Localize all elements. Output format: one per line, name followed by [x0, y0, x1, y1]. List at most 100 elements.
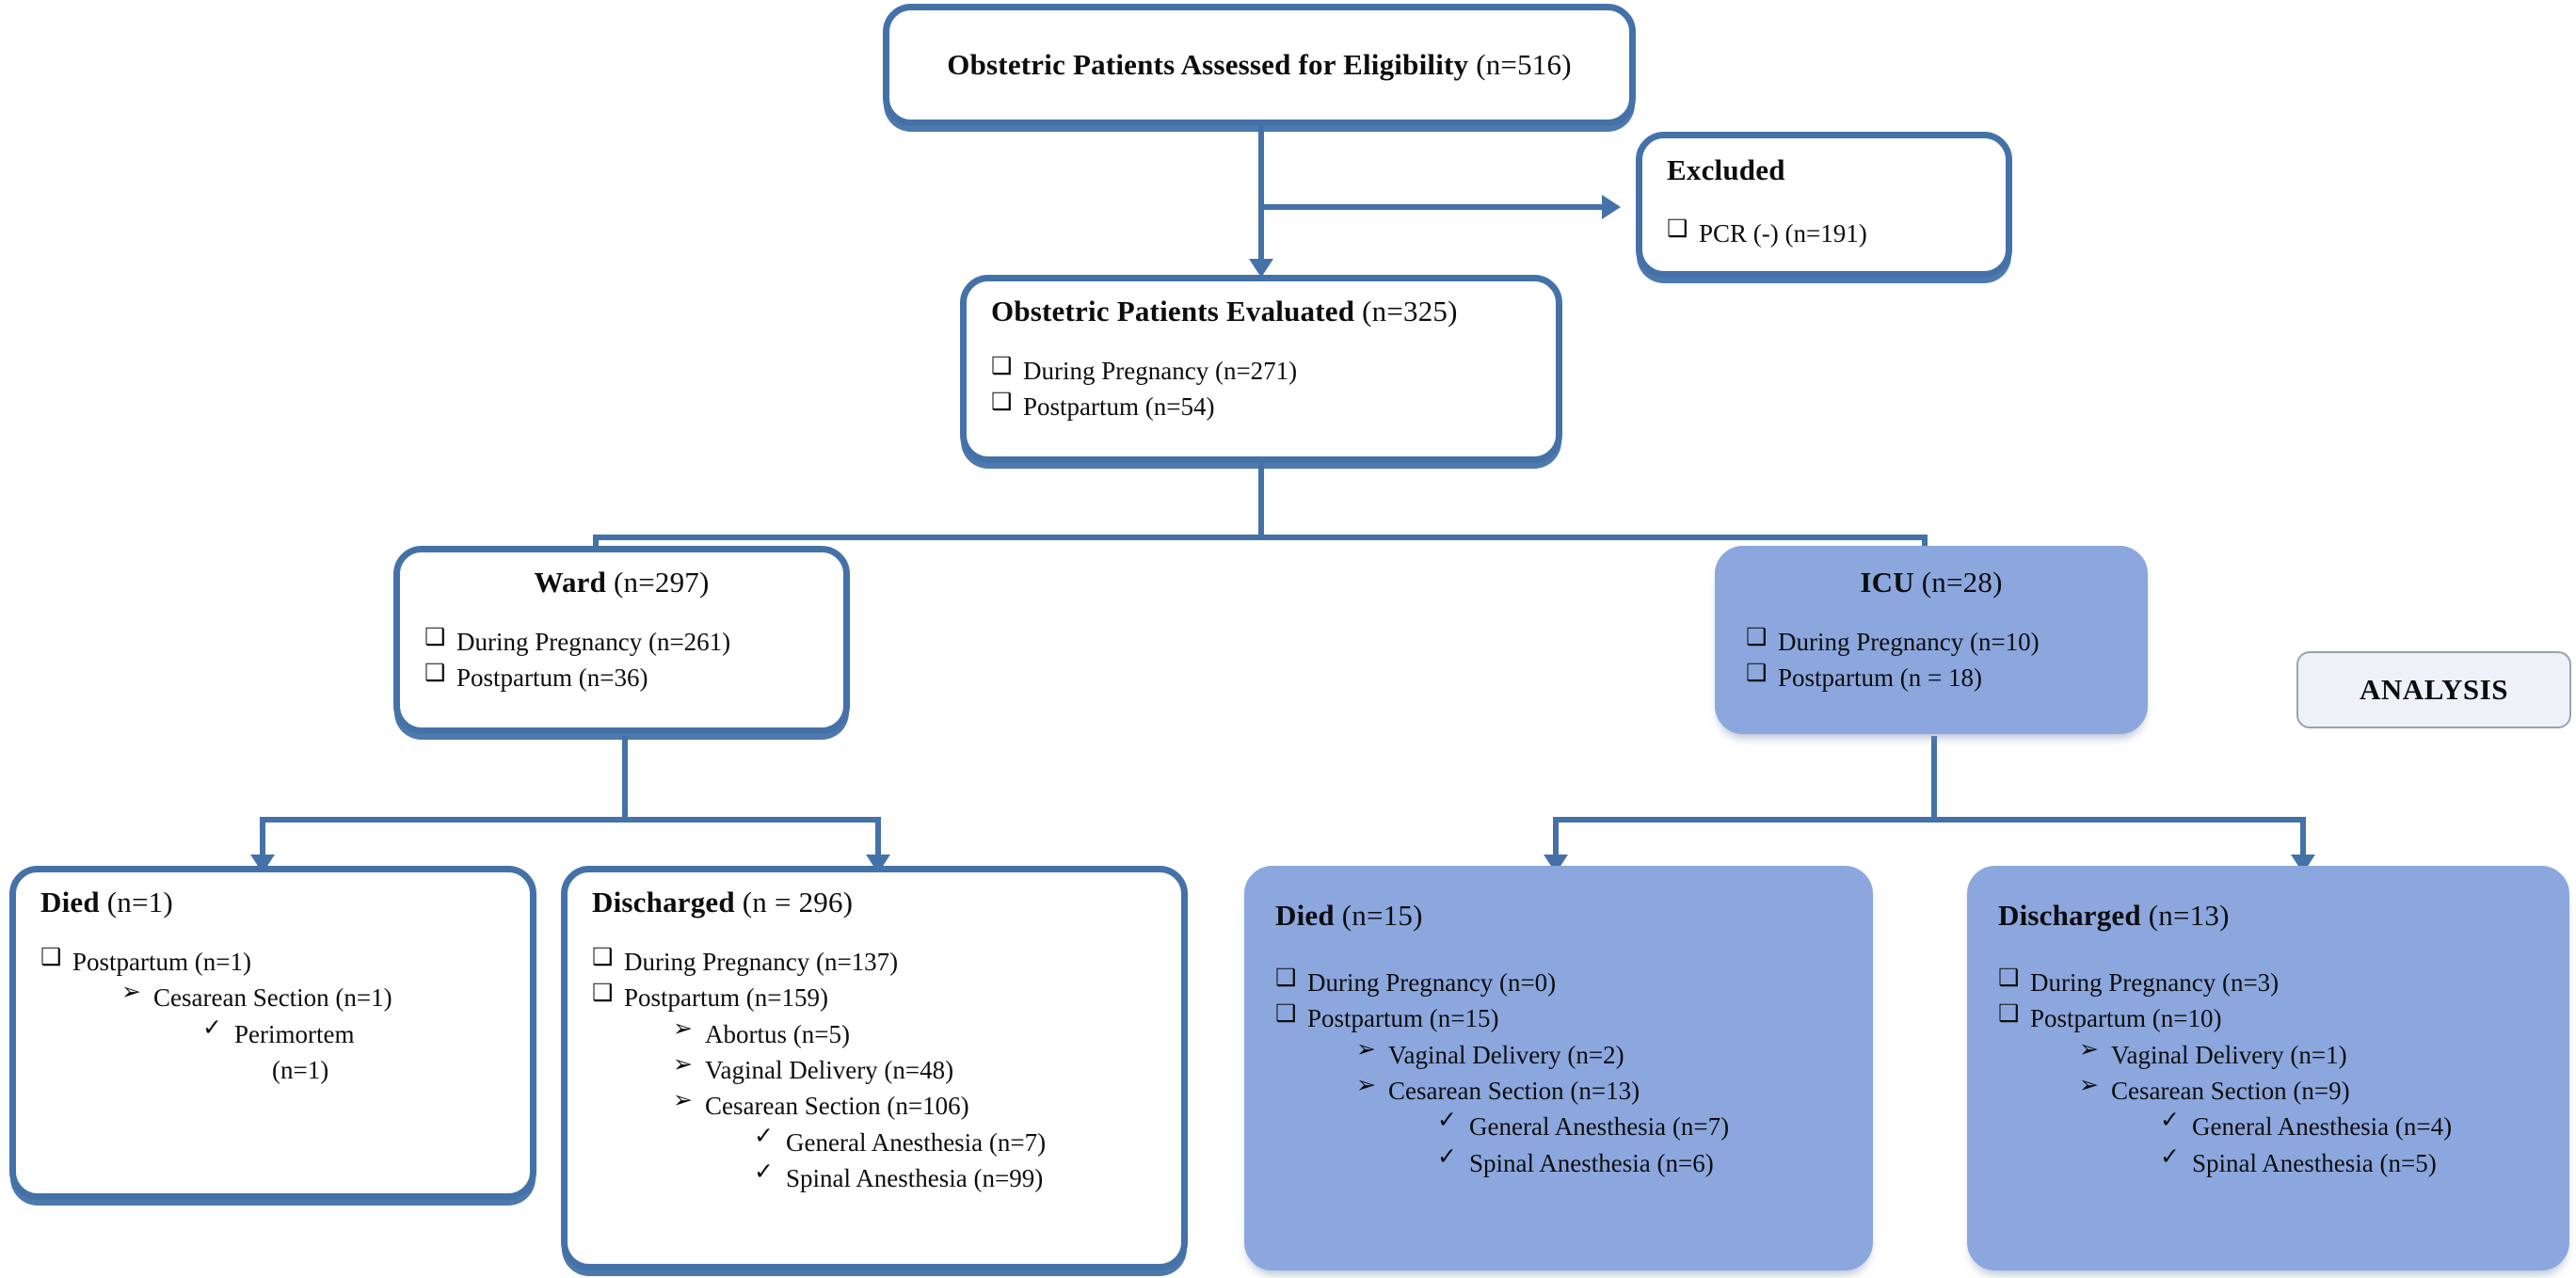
list-item-label: Spinal Anesthesia (n=6) — [1469, 1148, 1714, 1177]
list-item: ➢ Cesarean Section (n=9) — [2079, 1073, 2538, 1109]
connector-icu-stem — [1931, 736, 1937, 823]
node-title: Discharged (n=13) — [1998, 899, 2230, 932]
node-title: Ward (n=297) — [534, 566, 710, 599]
list-item: ➢ Vaginal Delivery (n=48) — [673, 1052, 1157, 1088]
list-item-label: Cesarean Section (n=13) — [1388, 1076, 1640, 1105]
connector-drop-ward-died — [260, 817, 265, 866]
square-bullet-icon: ❑ — [424, 625, 446, 650]
node-title: Obstetric Patients Assessed for Eligibil… — [947, 48, 1572, 81]
list-item: ❑ Postpartum (n=10) — [1998, 1000, 2538, 1036]
list-item-label: Vaginal Delivery (n=2) — [1388, 1040, 1624, 1069]
arrow-right-excluded — [1602, 195, 1621, 219]
node-item-list: ❑ Postpartum (n=1) ➢ Cesarean Section (n… — [40, 944, 505, 1088]
arrow-bullet-icon: ➢ — [1356, 1072, 1376, 1098]
square-bullet-icon: ❑ — [991, 354, 1013, 379]
square-bullet-icon: ❑ — [991, 390, 1013, 416]
square-bullet-icon: ❑ — [1275, 1001, 1297, 1028]
list-item: ✓ Perimortem — [202, 1016, 505, 1052]
node-title: Died (n=15) — [1275, 899, 1423, 932]
list-item: ❑ During Pregnancy (n=3) — [1998, 965, 2538, 1000]
square-bullet-icon: ❑ — [1998, 1001, 2020, 1028]
node-title: Obstetric Patients Evaluated (n=325) — [991, 295, 1458, 327]
node-ward-discharged[interactable]: Discharged (n = 296) ❑ During Pregnancy … — [561, 866, 1188, 1270]
list-item-label: General Anesthesia (n=7) — [1469, 1112, 1730, 1142]
square-bullet-icon: ❑ — [1275, 966, 1297, 991]
list-item: ✓ General Anesthesia (n=7) — [754, 1125, 1157, 1160]
list-item: ❑ During Pregnancy (n=271) — [991, 353, 1531, 389]
node-title: Discharged (n = 296) — [592, 886, 854, 919]
square-bullet-icon: ❑ — [1746, 625, 1768, 650]
node-item-list: ❑ During Pregnancy (n=3) ❑ Postpartum (n… — [1998, 965, 2538, 1181]
node-item-list: ❑ During Pregnancy (n=137) ❑ Postpartum … — [592, 944, 1157, 1196]
node-item-list: ❑ PCR (-) (n=191) — [1667, 216, 1981, 251]
list-item: ❑ PCR (-) (n=191) — [1667, 216, 1981, 251]
list-item-label: Cesarean Section (n=1) — [153, 983, 392, 1013]
list-item: ✓ Spinal Anesthesia (n=99) — [754, 1160, 1157, 1196]
connector-drop-icu-discharged — [2300, 817, 2306, 866]
node-item-list: ❑ During Pregnancy (n=0) ❑ Postpartum (n… — [1275, 965, 1842, 1181]
list-item-label: Cesarean Section (n=106) — [705, 1092, 969, 1121]
connector-assessed-to-evaluated — [1258, 73, 1264, 271]
arrow-bullet-icon: ➢ — [2079, 1036, 2099, 1062]
list-item: ➢ Vaginal Delivery (n=2) — [1356, 1037, 1842, 1073]
square-bullet-icon: ❑ — [424, 661, 446, 687]
list-item-label: Postpartum (n=54) — [1023, 392, 1215, 422]
arrow-down-evaluated — [1249, 259, 1273, 278]
square-bullet-icon: ❑ — [1667, 216, 1688, 242]
connector-drop-ward-discharged — [875, 817, 881, 866]
node-assessed-for-eligibility[interactable]: Obstetric Patients Assessed for Eligibil… — [883, 4, 1636, 126]
list-item: ❑ Postpartum (n = 18) — [1746, 660, 2117, 695]
check-bullet-icon: ✓ — [754, 1123, 774, 1149]
list-item: ✓ Spinal Anesthesia (n=6) — [1437, 1145, 1842, 1181]
list-item-label: During Pregnancy (n=271) — [1023, 357, 1298, 385]
list-item: (n=1) — [202, 1052, 505, 1088]
node-analysis[interactable]: ANALYSIS — [2296, 651, 2571, 728]
list-item: ➢ Cesarean Section (n=106) — [673, 1088, 1157, 1124]
list-item: ➢ Cesarean Section (n=1) — [121, 980, 505, 1015]
check-bullet-icon: ✓ — [1437, 1108, 1457, 1134]
square-bullet-icon: ❑ — [1998, 966, 2020, 991]
node-icu-died[interactable]: Died (n=15) ❑ During Pregnancy (n=0) ❑ P… — [1244, 866, 1873, 1270]
arrow-bullet-icon: ➢ — [673, 1015, 693, 1042]
node-title: Excluded — [1667, 153, 1785, 186]
square-bullet-icon: ❑ — [592, 981, 614, 1007]
check-bullet-icon: ✓ — [2160, 1143, 2180, 1170]
list-item: ✓ Spinal Anesthesia (n=5) — [2160, 1145, 2538, 1181]
list-item-label: During Pregnancy (n=137) — [624, 948, 899, 976]
list-item-label: During Pregnancy (n=10) — [1778, 628, 2040, 656]
list-item-label: Vaginal Delivery (n=48) — [705, 1055, 954, 1084]
square-bullet-icon: ❑ — [1746, 661, 1768, 687]
check-bullet-icon: ✓ — [202, 1014, 222, 1041]
arrow-bullet-icon: ➢ — [673, 1051, 693, 1078]
node-ward[interactable]: Ward (n=297) ❑ During Pregnancy (n=261) … — [393, 546, 850, 734]
list-item: ➢ Abortus (n=5) — [673, 1016, 1157, 1052]
node-icu[interactable]: ICU (n=28) ❑ During Pregnancy (n=10) ❑ P… — [1715, 546, 2148, 734]
connector-ward-children-bus — [260, 817, 881, 823]
list-item: ❑ Postpartum (n=54) — [991, 389, 1531, 424]
square-bullet-icon: ❑ — [592, 945, 614, 970]
connector-icu-children-bus — [1553, 817, 2306, 823]
list-item: ➢ Cesarean Section (n=13) — [1356, 1073, 1842, 1109]
list-item-label: Vaginal Delivery (n=1) — [2111, 1040, 2347, 1069]
list-item-label: Postpartum (n = 18) — [1778, 663, 1982, 693]
node-item-list: ❑ During Pregnancy (n=271) ❑ Postpartum … — [991, 353, 1531, 425]
node-item-list: ❑ During Pregnancy (n=10) ❑ Postpartum (… — [1746, 624, 2117, 696]
list-item-label: General Anesthesia (n=7) — [786, 1127, 1047, 1157]
list-item-label: During Pregnancy (n=0) — [1307, 968, 1557, 997]
list-item-label: Abortus (n=5) — [705, 1019, 850, 1048]
list-item-label: PCR (-) (n=191) — [1699, 219, 1867, 248]
arrow-bullet-icon: ➢ — [2079, 1072, 2099, 1098]
list-item: ✓ General Anesthesia (n=7) — [1437, 1109, 1842, 1144]
connector-drop-icu-died — [1553, 817, 1559, 866]
node-patients-evaluated[interactable]: Obstetric Patients Evaluated (n=325) ❑ D… — [960, 275, 1562, 463]
node-excluded[interactable]: Excluded ❑ PCR (-) (n=191) — [1636, 132, 2012, 278]
list-item-label: Postpartum (n=15) — [1307, 1004, 1499, 1033]
check-bullet-icon: ✓ — [754, 1158, 774, 1185]
node-icu-discharged[interactable]: Discharged (n=13) ❑ During Pregnancy (n=… — [1967, 866, 2569, 1270]
connector-evaluated-stem — [1258, 455, 1264, 538]
node-ward-died[interactable]: Died (n=1) ❑ Postpartum (n=1) ➢ Cesarean… — [9, 866, 536, 1200]
analysis-label: ANALYSIS — [2360, 673, 2508, 706]
square-bullet-icon: ❑ — [40, 945, 62, 970]
list-item: ❑ Postpartum (n=15) — [1275, 1000, 1842, 1036]
